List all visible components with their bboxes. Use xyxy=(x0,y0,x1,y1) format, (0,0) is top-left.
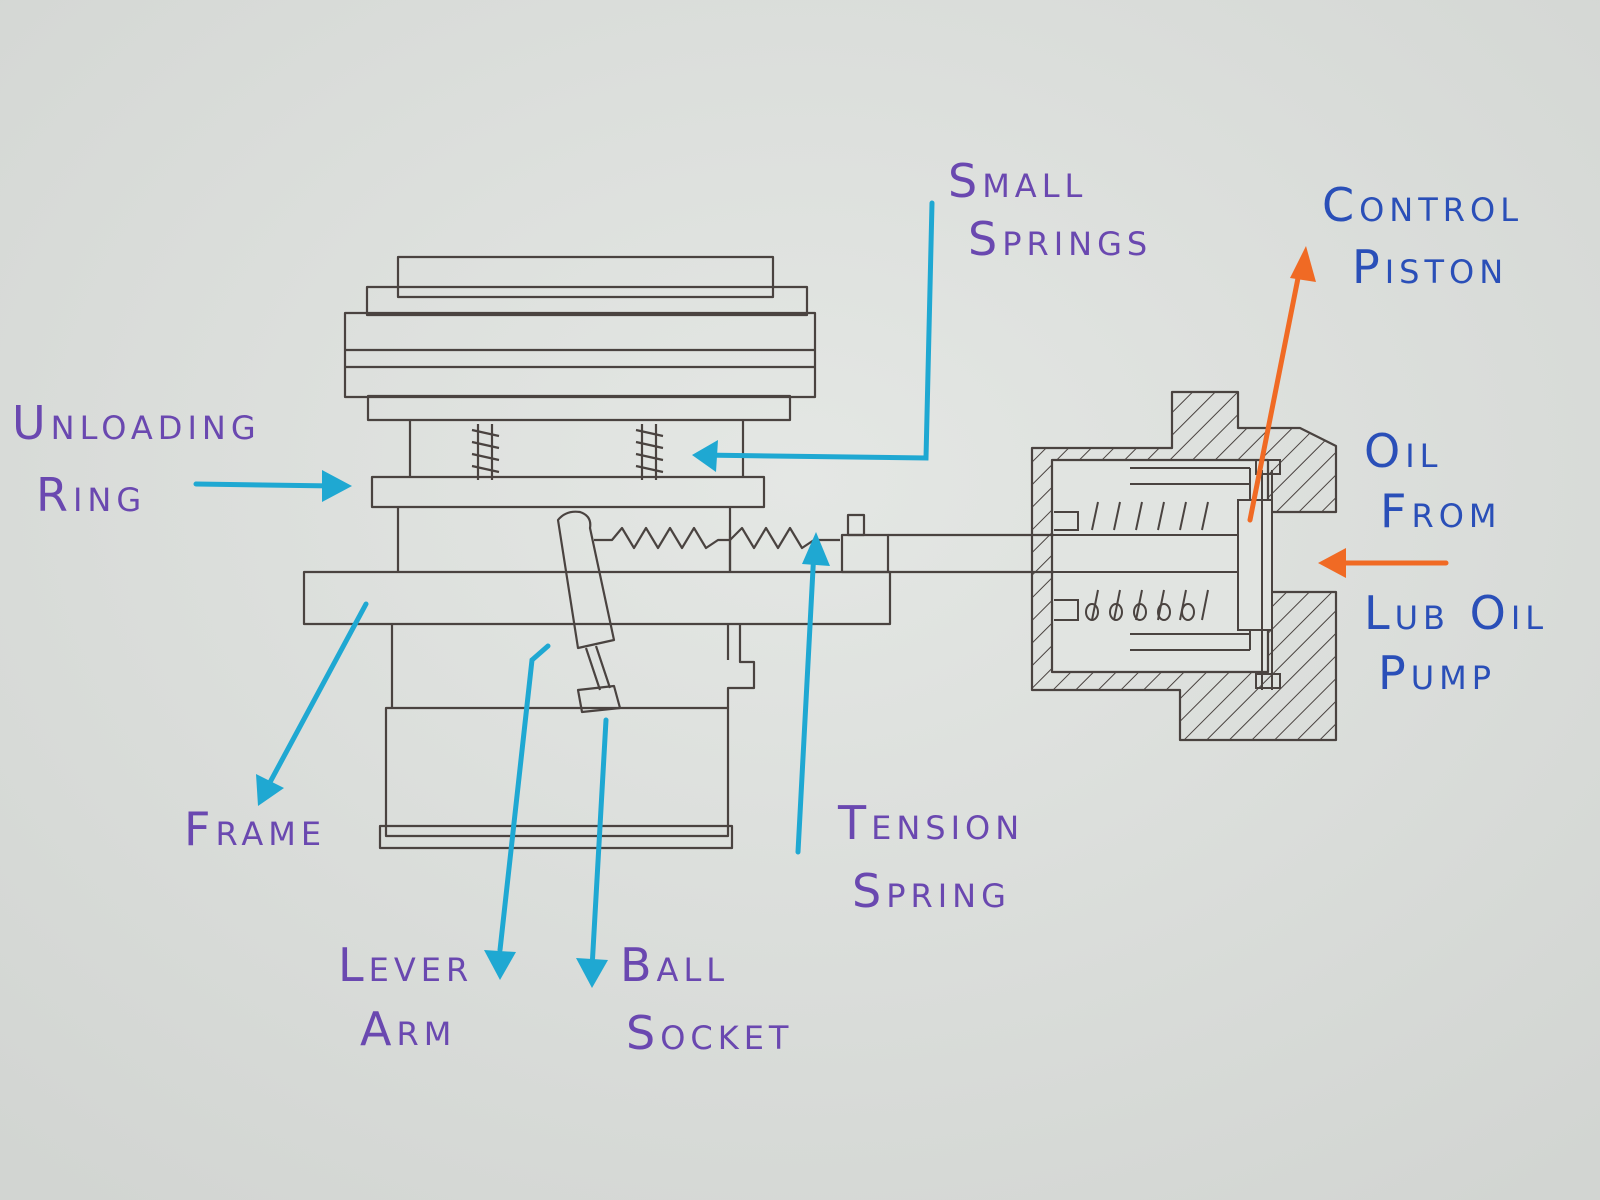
frame-leader xyxy=(265,601,369,789)
tension-spring-arrowhead xyxy=(802,532,830,566)
label-control-piston-line1: Control xyxy=(1322,178,1524,232)
label-unloading-ring-line1: Unloading xyxy=(12,396,261,450)
flange-base xyxy=(366,394,792,422)
retainer-pin xyxy=(846,513,866,537)
small-spring-left xyxy=(471,424,500,480)
top-cap-upper xyxy=(396,255,775,299)
control-piston-arrowhead xyxy=(1290,246,1316,282)
small-springs-leader xyxy=(697,200,935,461)
label-small-springs-line2: Springs xyxy=(968,212,1153,266)
label-oil-from-line2: From xyxy=(1380,484,1502,538)
cyan-arrowheads xyxy=(256,440,830,988)
small-springs-arrowhead xyxy=(692,440,718,472)
ball-socket-part xyxy=(576,684,622,714)
base-flange xyxy=(378,824,734,850)
label-control-piston-line2: Piston xyxy=(1352,240,1509,294)
lever-arm-arrowhead xyxy=(484,950,516,980)
ball-socket-leader xyxy=(589,717,609,971)
label-frame: Frame xyxy=(184,802,327,856)
oil-inlet-arrowhead xyxy=(1318,548,1346,578)
control-piston-housing xyxy=(1030,390,1338,742)
label-unloading-ring-line2: Ring xyxy=(36,468,147,522)
label-tension-spring-line2: Spring xyxy=(852,864,1011,918)
tension-spring-coil xyxy=(594,526,840,550)
tension-spring-leader xyxy=(795,547,817,855)
label-small-springs-line1: Small xyxy=(948,154,1088,208)
lower-body xyxy=(384,706,730,838)
control-piston-leader xyxy=(1247,265,1303,523)
unloading-ring-plate xyxy=(370,475,766,509)
ball-socket-arrowhead xyxy=(576,958,608,988)
lever-arm-part xyxy=(556,510,616,691)
label-ball-socket-line1: Ball xyxy=(620,938,730,992)
lever-arm-leader xyxy=(497,643,551,953)
small-spring-right xyxy=(635,424,664,480)
orange-arrows xyxy=(1247,265,1449,566)
label-ball-socket-line2: Socket xyxy=(626,1006,794,1060)
orange-arrowheads xyxy=(1290,246,1346,578)
unloading-ring-leader xyxy=(193,481,339,489)
label-oil-from-line3: Lub Oil xyxy=(1364,586,1549,640)
frame-bar xyxy=(302,570,892,626)
frame-arrowhead xyxy=(256,774,284,806)
label-oil-from-line4: Pump xyxy=(1378,646,1497,700)
label-lever-arm-line2: Arm xyxy=(360,1002,457,1056)
unloading-ring-arrowhead xyxy=(322,470,352,502)
label-tension-spring-line1: Tension xyxy=(838,796,1025,850)
cyan-leader-arrows xyxy=(193,200,935,971)
label-oil-from-line1: Oil xyxy=(1364,424,1443,478)
top-cap-lower xyxy=(365,285,809,317)
label-lever-arm-line1: Lever xyxy=(338,938,474,992)
